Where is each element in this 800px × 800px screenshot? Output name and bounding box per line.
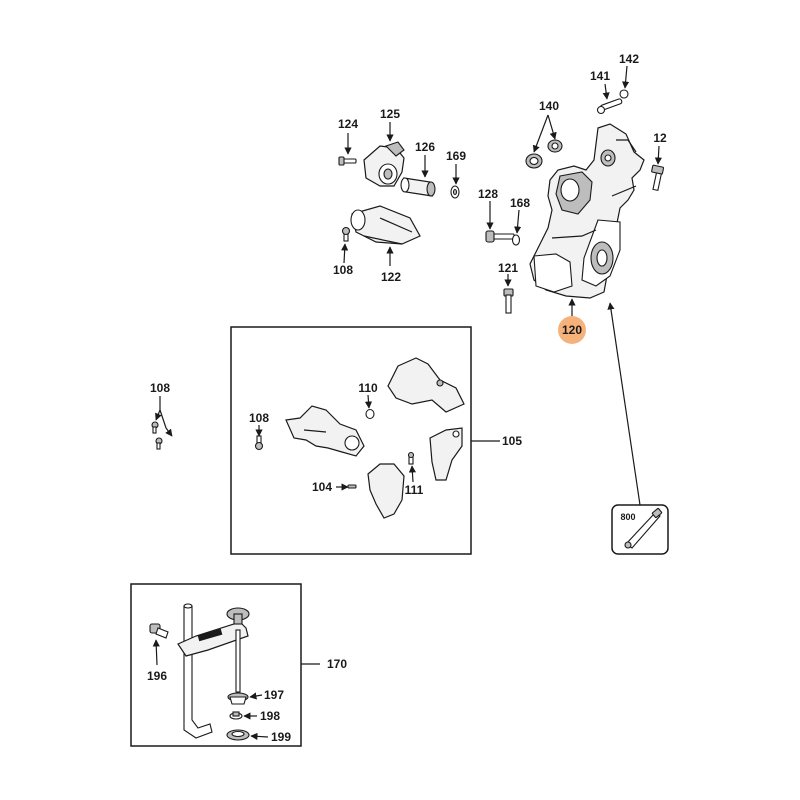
- callout-141[interactable]: 141: [590, 69, 610, 83]
- callout-125[interactable]: 125: [380, 107, 400, 121]
- callout-108-top[interactable]: 108: [333, 263, 353, 277]
- part-142-washer[interactable]: [619, 89, 629, 99]
- part-168-washer[interactable]: [511, 234, 521, 246]
- part-126-sleeve[interactable]: [400, 177, 436, 197]
- part-hold-down-clamp[interactable]: [177, 603, 250, 739]
- part-120-gear-housing[interactable]: [529, 123, 645, 299]
- callout-124[interactable]: 124: [338, 117, 358, 131]
- callout-198[interactable]: 198: [260, 709, 280, 723]
- callout-128[interactable]: 128: [478, 187, 498, 201]
- callout-199[interactable]: 199: [271, 730, 291, 744]
- part-111-pin[interactable]: [407, 451, 415, 465]
- callout-121[interactable]: 121: [498, 261, 518, 275]
- group-170-frame: [130, 583, 302, 747]
- callout-196[interactable]: 196: [147, 669, 167, 683]
- callout-142[interactable]: 142: [619, 52, 639, 66]
- part-141-pin[interactable]: [596, 98, 623, 115]
- callout-197[interactable]: 197: [264, 688, 284, 702]
- part-124-screw[interactable]: [338, 156, 357, 166]
- callout-169[interactable]: 169: [446, 149, 466, 163]
- callout-105[interactable]: 105: [502, 434, 522, 448]
- part-140-nut[interactable]: [525, 139, 563, 169]
- part-196-knob[interactable]: [149, 623, 169, 639]
- part-guard-plate-top[interactable]: [387, 357, 465, 413]
- callout-800[interactable]: 800: [620, 512, 635, 522]
- part-guard-plate-left[interactable]: [285, 405, 365, 457]
- callout-108-box[interactable]: 108: [249, 411, 269, 425]
- callout-108-left[interactable]: 108: [150, 381, 170, 395]
- part-110-nut[interactable]: [365, 408, 375, 420]
- callout-170[interactable]: 170: [327, 657, 347, 671]
- callout-110[interactable]: 110: [358, 381, 378, 395]
- callout-104[interactable]: 104: [312, 480, 332, 494]
- part-121-screw[interactable]: [503, 288, 514, 314]
- part-108-screw-box[interactable]: [254, 435, 264, 451]
- part-128-bolt[interactable]: [485, 230, 515, 243]
- part-125-clamp[interactable]: [363, 141, 405, 187]
- callout-122[interactable]: 122: [381, 270, 401, 284]
- callout-168[interactable]: 168: [510, 196, 530, 210]
- part-169-washer[interactable]: [450, 185, 460, 199]
- part-122-dust-chute[interactable]: [350, 205, 421, 245]
- part-104-pin[interactable]: [347, 484, 357, 489]
- part-bracket-right[interactable]: [429, 427, 463, 481]
- part-12-screw[interactable]: [651, 164, 665, 192]
- callout-12[interactable]: 12: [653, 131, 667, 145]
- callout-140[interactable]: 140: [539, 99, 559, 113]
- part-197-foot[interactable]: [227, 692, 249, 705]
- part-108-screw-top[interactable]: [341, 226, 351, 242]
- part-108-screws-left[interactable]: [151, 421, 163, 450]
- callout-126[interactable]: 126: [415, 140, 435, 154]
- part-guard-plate-lower[interactable]: [367, 463, 405, 519]
- part-198-washer[interactable]: [229, 711, 243, 720]
- callout-111[interactable]: 111: [405, 483, 424, 497]
- part-199-pad[interactable]: [226, 729, 250, 741]
- callout-120[interactable]: 120: [562, 323, 582, 337]
- callout-120-highlight: [558, 316, 586, 344]
